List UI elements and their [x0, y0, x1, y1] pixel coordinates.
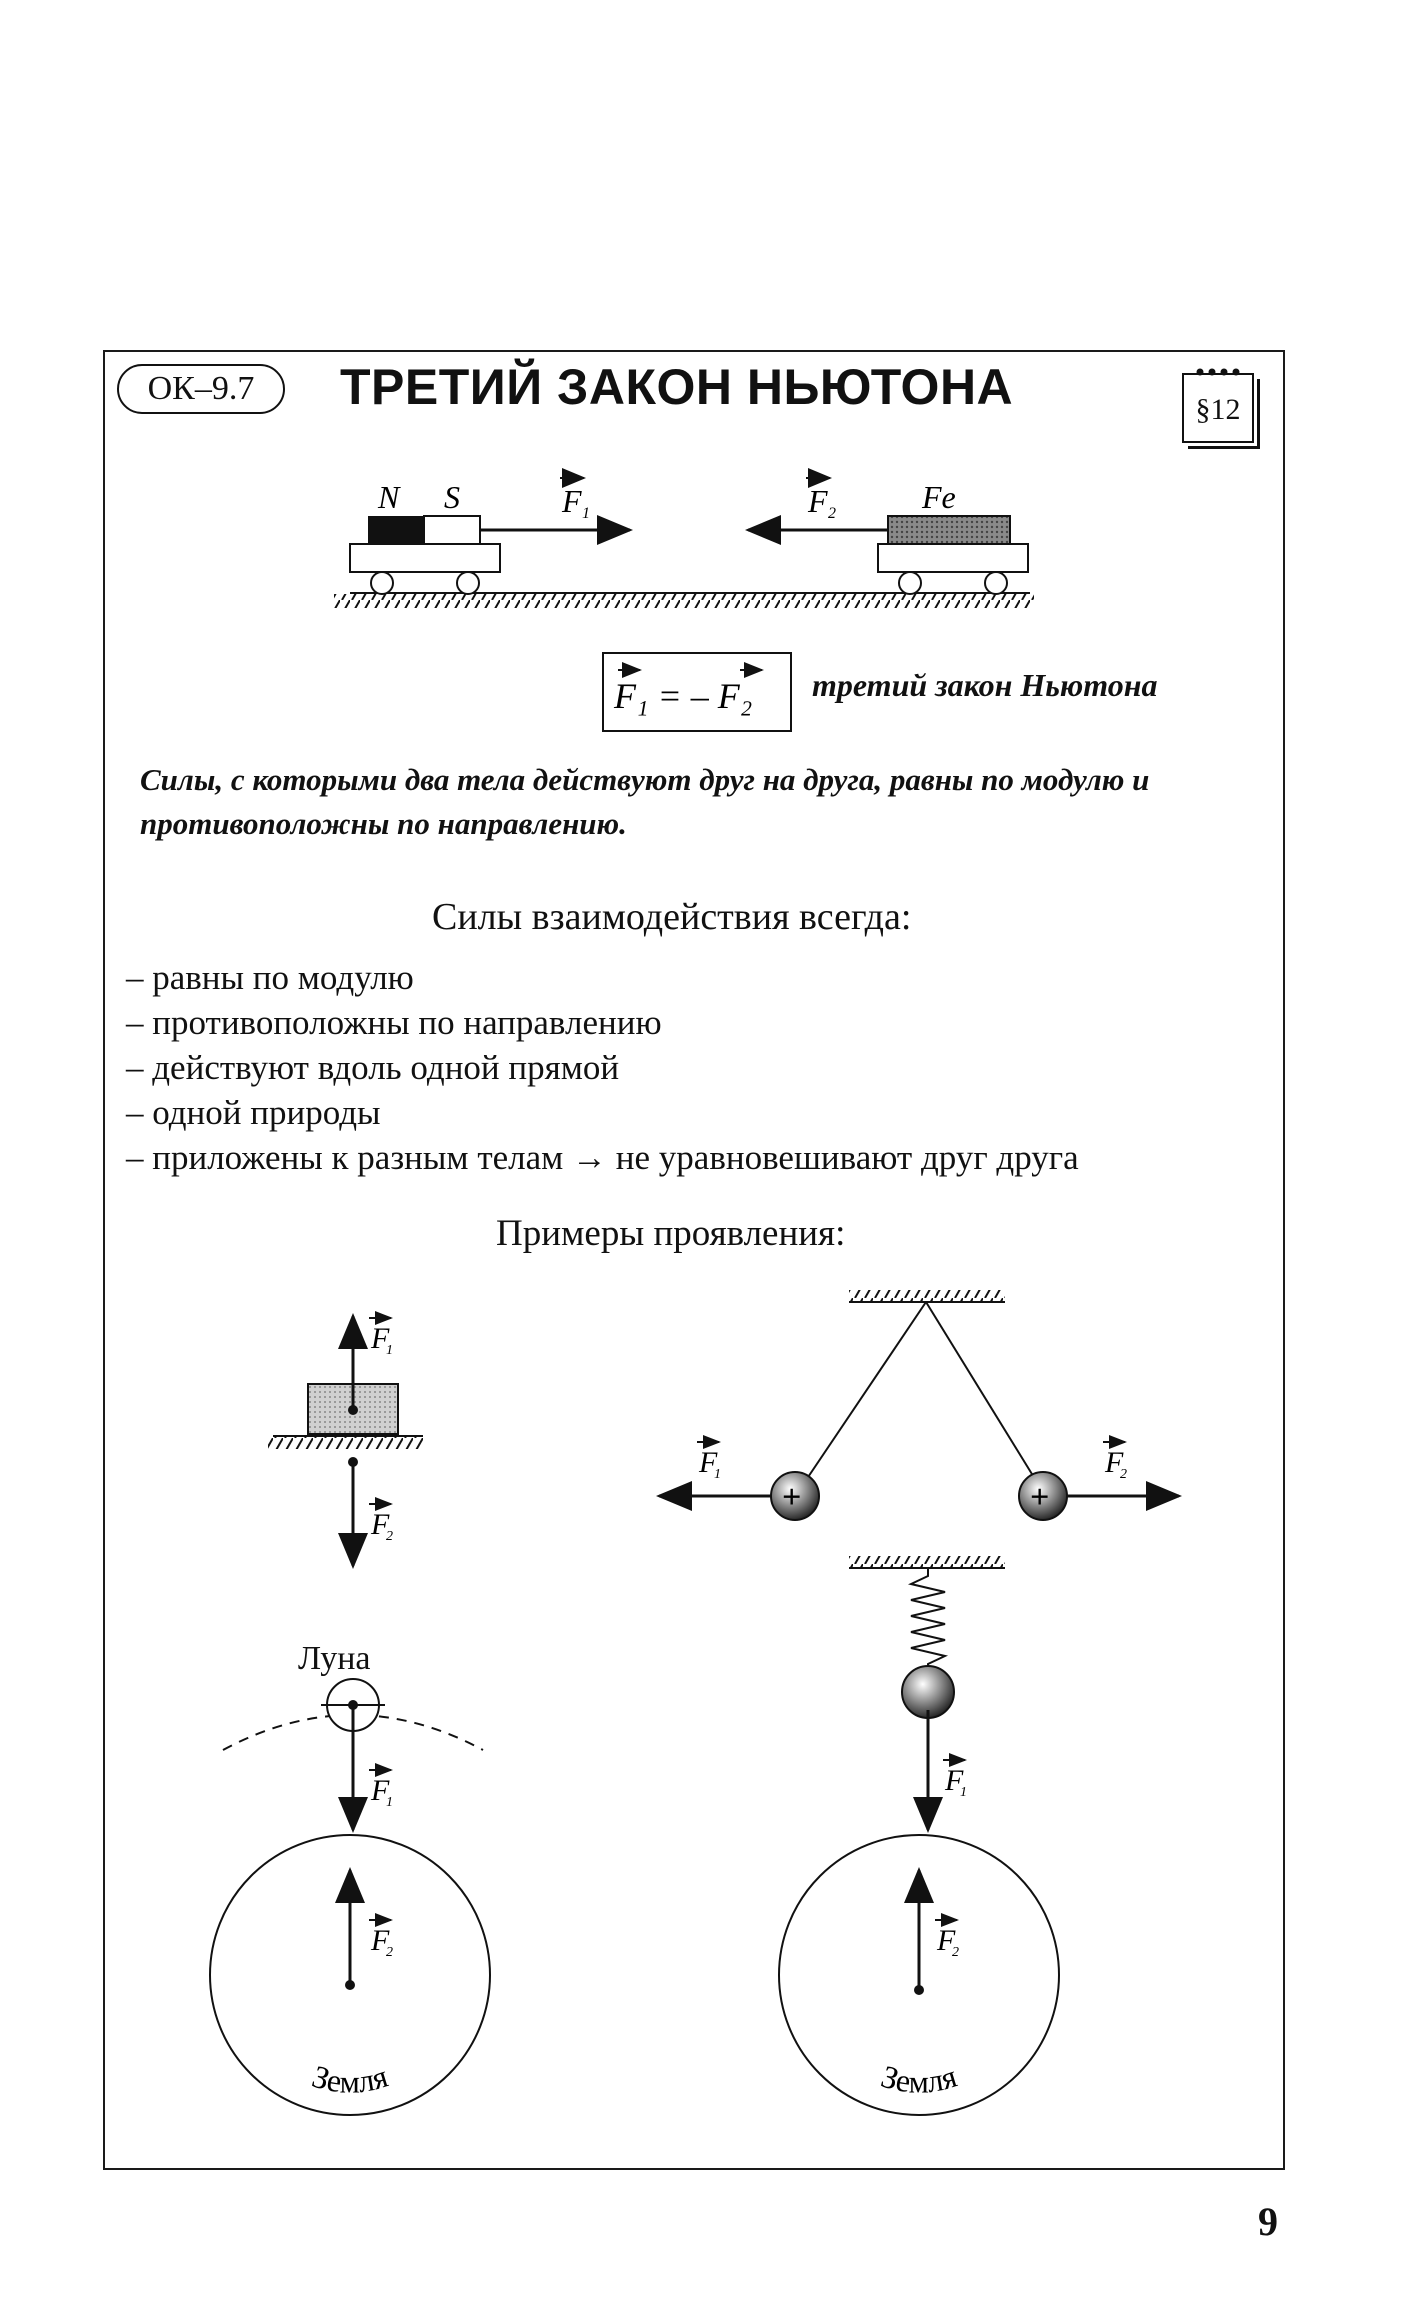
formula-expression: F₁ = – F₂ [613, 676, 752, 716]
svg-text:F: F [944, 1764, 964, 1797]
svg-text:Земля: Земля [308, 2058, 392, 2100]
svg-text:2: 2 [1120, 1467, 1127, 1482]
list-item: – равны по модулю [126, 958, 414, 997]
law-statement: Силы, с которыми два тела действуют друг… [140, 762, 1150, 841]
svg-text:1: 1 [386, 1795, 393, 1810]
right-cart-wheel [898, 571, 922, 595]
svg-text:+: + [1030, 1479, 1049, 1516]
svg-text:2: 2 [386, 1529, 393, 1544]
notepad-rings-icon [1196, 368, 1240, 376]
svg-text:F: F [370, 1322, 390, 1355]
list-item: – приложены к разным телам → не уравнове… [126, 1138, 1079, 1177]
ball-on-spring-example: F1 [849, 1556, 1005, 1833]
list-item: – одной природы [126, 1093, 381, 1132]
left-cart [349, 543, 501, 573]
block-on-table-example: F1 F2 [268, 1311, 423, 1569]
right-cart-wheel [984, 571, 1008, 595]
formula-box: F₁ = – F₂ [602, 652, 792, 732]
spring [907, 1568, 949, 1670]
magnet-carts-diagram: N S F 1 F 2 Fe [334, 468, 1034, 608]
law-label: третий закон Ньютона [812, 667, 1158, 703]
svg-text:F: F [1104, 1446, 1124, 1479]
content-frame [103, 350, 1285, 2170]
svg-text:F: F [698, 1446, 718, 1479]
pole-s-label: S [444, 479, 460, 515]
earth-spring-example: F2 Земля [778, 1834, 1060, 2116]
magnet-s-pole [423, 515, 481, 545]
section-badge: §12 [1182, 365, 1260, 449]
section-number: §12 [1195, 393, 1241, 426]
magnet-n-pole [368, 516, 424, 544]
list-item: – противоположны по направлению [126, 1003, 662, 1042]
page-title: ТРЕТИЙ ЗАКОН НЬЮТОНА [340, 359, 1014, 415]
left-cart-wheel [370, 571, 394, 595]
charged-balls-example: + + F1 F2 [656, 1290, 1182, 1521]
examples-heading: Примеры проявления: [496, 1213, 846, 1254]
svg-text:2: 2 [952, 1945, 959, 1960]
svg-text:1: 1 [582, 505, 590, 522]
moon-label: Луна [298, 1640, 371, 1677]
svg-text:F: F [370, 1924, 390, 1957]
svg-text:F: F [936, 1924, 956, 1957]
pole-n-label: N [377, 479, 401, 515]
examples-illustrations: F1 F2 + + F1 F2 F1 F1 [209, 1290, 1182, 2116]
properties-list: – равны по модулю – противоположны по на… [126, 955, 1079, 1180]
left-cart-wheel [456, 571, 480, 595]
svg-text:F: F [370, 1774, 390, 1807]
moon-earth-example: F1 F2 Земля [209, 1678, 491, 2116]
iron-block [887, 515, 1011, 545]
ok-code-label: ОК–9.7 [117, 364, 285, 414]
svg-text:1: 1 [386, 1343, 393, 1358]
svg-text:+: + [782, 1479, 801, 1516]
force-2-label: F [807, 483, 828, 519]
force-1-label: F [561, 483, 582, 519]
svg-text:F: F [370, 1508, 390, 1541]
list-item: – действуют вдоль одной прямой [126, 1048, 620, 1087]
svg-text:1: 1 [960, 1785, 967, 1800]
page-number: 9 [1258, 2199, 1278, 2244]
right-cart [877, 543, 1029, 573]
iron-label: Fe [921, 479, 956, 515]
svg-text:2: 2 [386, 1945, 393, 1960]
properties-heading: Силы взаимодействия всегда: [432, 896, 912, 938]
svg-text:1: 1 [714, 1467, 721, 1482]
svg-text:2: 2 [828, 505, 836, 522]
svg-text:Земля: Земля [877, 2058, 961, 2100]
